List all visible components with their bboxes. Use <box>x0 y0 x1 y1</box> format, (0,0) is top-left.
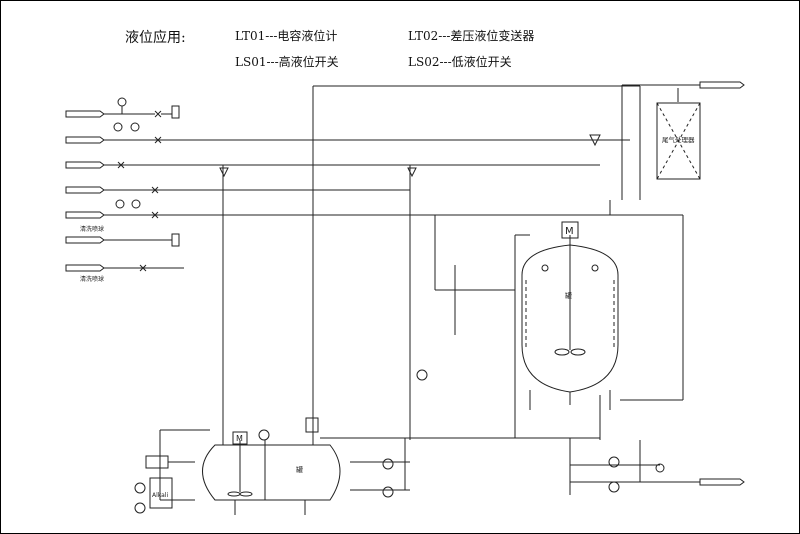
exhaust-treater-label: 尾气处理器 <box>662 135 695 144</box>
pressure-gauge-icon <box>117 97 127 107</box>
valve-icon <box>407 167 417 178</box>
temperature-gauge-icon <box>131 199 141 209</box>
pump-icon <box>608 456 620 468</box>
legend-ls02: LS02---低液位开关 <box>408 55 512 69</box>
pump-icon <box>608 481 620 493</box>
exhaust-treater: 尾气处理器 <box>656 102 701 180</box>
main-vessel: 罐 M <box>521 221 619 410</box>
valve-icon <box>219 167 229 178</box>
legend-lt02: LT02---差压液位变送器 <box>408 29 535 43</box>
valve-icon <box>151 211 159 219</box>
inlet-tag-6 <box>65 236 105 244</box>
vent-tag <box>699 81 745 89</box>
valve-icon <box>154 110 162 118</box>
breather-valve-icon <box>305 417 319 433</box>
utility-inlet-lines <box>65 97 683 272</box>
agitator-motor <box>232 431 248 445</box>
storage-motor-label: M <box>236 434 243 443</box>
storage-tank-label: 罐 <box>296 465 303 474</box>
main-vessel-label: 罐 <box>565 291 572 300</box>
inlet-tag-7 <box>65 264 105 272</box>
sight-glass-icon <box>416 369 428 381</box>
impeller-blade <box>570 348 586 356</box>
storage-tank: 罐 M <box>202 417 341 515</box>
legend-lt01: LT01---电容液位计 <box>235 29 338 43</box>
valve-icon <box>117 161 125 169</box>
impeller-blade <box>554 348 570 356</box>
pressure-gauge-icon <box>113 122 123 132</box>
inlet-tag-1 <box>65 110 105 118</box>
check-valve-icon <box>589 134 601 147</box>
inlet-tag-4 <box>65 186 105 194</box>
inlet-tag-3 <box>65 161 105 169</box>
valve-icon <box>154 136 162 144</box>
temperature-gauge-icon <box>130 122 140 132</box>
pump-icon <box>134 502 146 514</box>
agitator-motor <box>561 221 579 239</box>
dosing-pump-icon <box>145 455 169 469</box>
filter-icon <box>171 233 180 247</box>
outlet-tag <box>699 478 745 486</box>
pressure-gauge-icon <box>258 429 270 441</box>
impeller-blade <box>239 491 253 497</box>
inlet-tag-5 <box>65 211 105 219</box>
valve-icon <box>139 264 147 272</box>
spray-ball-icon <box>541 264 549 272</box>
valve-icon <box>151 186 159 194</box>
pressure-gauge-icon <box>115 199 125 209</box>
cip-note-1: 清洗喷球 <box>80 225 104 233</box>
impeller-blade <box>227 491 241 497</box>
alkali-tank-label: Alkali <box>152 492 168 499</box>
pump-icon <box>382 458 394 470</box>
filter-icon <box>171 105 180 119</box>
jacket <box>525 280 615 348</box>
alkali-tank: Alkali <box>149 477 173 509</box>
legend-ls01: LS01---高液位开关 <box>235 55 339 69</box>
legend-heading: 液位应用: <box>125 30 186 46</box>
spray-ball-icon <box>591 264 599 272</box>
process-piping <box>134 81 745 514</box>
cip-note-2: 清洗喷球 <box>80 275 104 283</box>
pump-icon <box>134 482 146 494</box>
pump-icon <box>382 486 394 498</box>
main-motor-label: M <box>565 226 574 237</box>
pressure-gauge-icon <box>655 463 665 473</box>
inlet-tag-2 <box>65 136 105 144</box>
